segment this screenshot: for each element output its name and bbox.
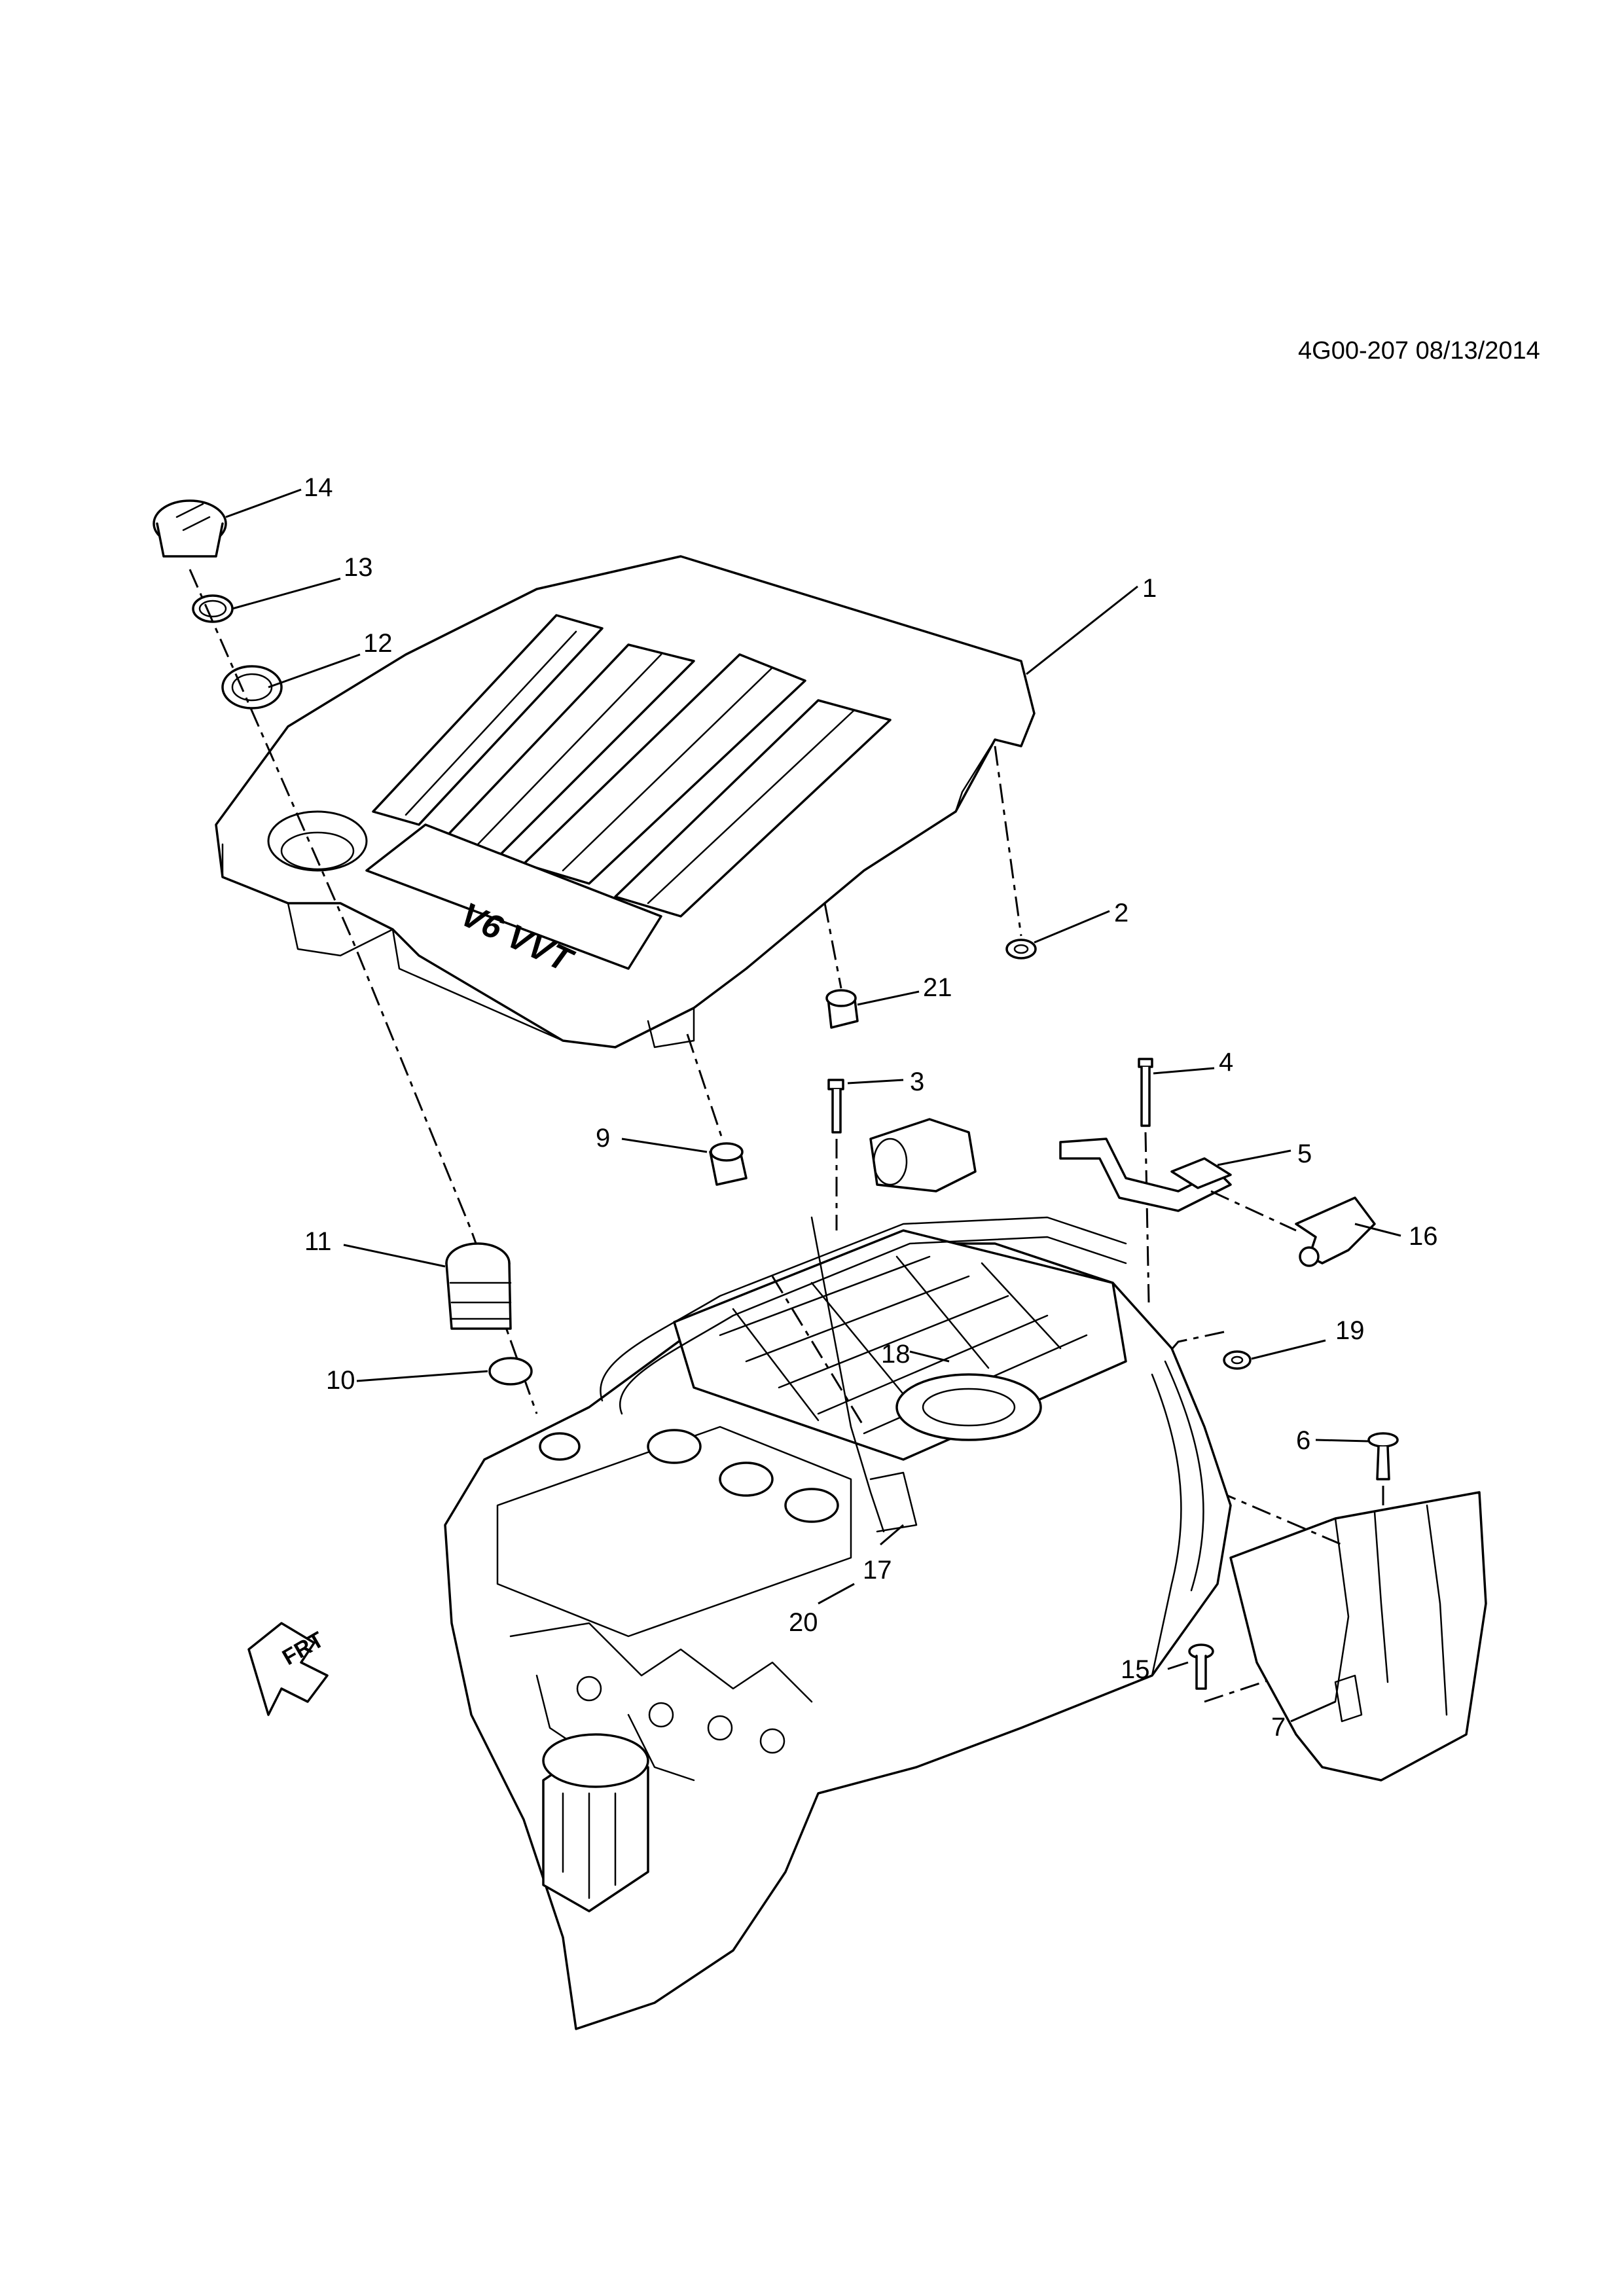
bolt-15 xyxy=(1188,1643,1214,1690)
callout-3: 3 xyxy=(910,1067,924,1096)
oil-fill-grommet xyxy=(221,665,283,709)
engine-cover: V6 VVT xyxy=(215,555,1036,1049)
callout-17: 17 xyxy=(863,1556,892,1585)
stud-bolt-4 xyxy=(1138,1058,1153,1127)
callout-14: 14 xyxy=(304,473,333,502)
callout-21: 21 xyxy=(923,973,952,1002)
callout-4: 4 xyxy=(1219,1048,1233,1077)
callout-19: 19 xyxy=(1335,1316,1365,1345)
front-direction-arrow: FRT xyxy=(247,1622,329,1716)
callout-20: 20 xyxy=(789,1608,818,1637)
oil-cap-o-ring xyxy=(192,594,234,623)
leader-lines xyxy=(225,488,1401,1723)
callout-5: 5 xyxy=(1297,1139,1312,1168)
oil-fill-tube-o-ring xyxy=(488,1357,533,1386)
callout-9: 9 xyxy=(596,1124,610,1153)
oil-fill-cap xyxy=(153,499,227,558)
callout-2: 2 xyxy=(1114,899,1128,927)
callout-1: 1 xyxy=(1142,574,1157,603)
v6-badge-plate xyxy=(365,823,662,970)
callout-6: 6 xyxy=(1296,1426,1310,1455)
callout-13: 13 xyxy=(344,553,373,582)
push-pin-6 xyxy=(1367,1432,1399,1480)
cover-grommet-9 xyxy=(709,1142,748,1186)
cover-nut-2 xyxy=(1005,939,1037,960)
callout-7: 7 xyxy=(1271,1713,1286,1742)
oil-fill-opening xyxy=(267,810,368,872)
callout-15: 15 xyxy=(1121,1655,1150,1684)
cover-grommet-21 xyxy=(825,989,859,1029)
nut-19 xyxy=(1223,1350,1252,1370)
oil-fill-tube xyxy=(445,1242,512,1330)
stud-bolt-3 xyxy=(827,1079,844,1134)
bracket-5 xyxy=(1059,1138,1232,1212)
callout-12: 12 xyxy=(363,629,393,658)
callout-10: 10 xyxy=(326,1366,355,1395)
callout-labels: 1 2 3 4 5 6 7 9 10 11 12 13 14 15 16 17 … xyxy=(304,473,1438,1742)
callout-11: 11 xyxy=(304,1227,332,1256)
engine-assembly xyxy=(444,1118,1232,2030)
diagram-reference-code: 4G00-207 08/13/2014 xyxy=(1298,337,1540,365)
clip-16 xyxy=(1295,1196,1376,1267)
callout-16: 16 xyxy=(1409,1222,1438,1251)
heat-shield-7 xyxy=(1229,1491,1487,1782)
callout-18: 18 xyxy=(881,1340,911,1369)
